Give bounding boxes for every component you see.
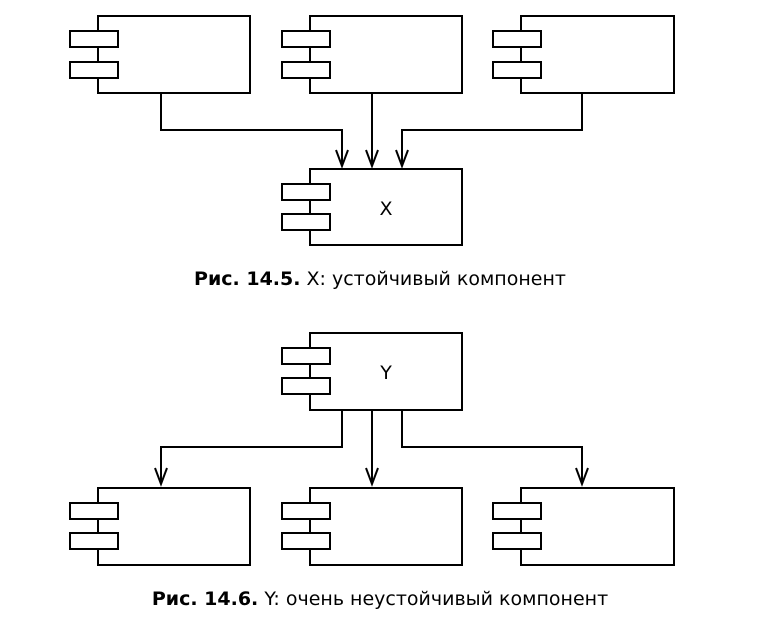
component-x: X xyxy=(281,168,463,246)
component-body xyxy=(520,487,675,566)
component-port xyxy=(69,532,119,550)
component-port xyxy=(492,30,542,48)
dependency-arrow-left xyxy=(154,410,343,487)
component-y: Y xyxy=(281,332,463,411)
caption-text: X: устойчивый компонент xyxy=(306,268,566,290)
component-port xyxy=(492,532,542,550)
component-body xyxy=(97,15,251,94)
component-body xyxy=(520,15,675,94)
component-port xyxy=(281,347,331,365)
component-port xyxy=(492,61,542,79)
caption-number: Рис. 14.5. xyxy=(194,268,301,290)
component-port xyxy=(281,502,331,520)
component-bottom-middle xyxy=(281,487,463,566)
component-body xyxy=(97,487,251,566)
component-port xyxy=(69,30,119,48)
component-body xyxy=(309,487,463,566)
dependency-arrow-left xyxy=(160,93,349,169)
component-x-label: X xyxy=(379,198,392,220)
component-port xyxy=(281,61,331,79)
figure-14-5: X xyxy=(69,15,675,246)
component-top-middle xyxy=(281,15,463,94)
component-y-label: Y xyxy=(379,362,392,384)
dependency-arrow-right xyxy=(401,410,589,487)
figure-caption-14-5: Рис. 14.5. X: устойчивый компонент xyxy=(0,268,760,290)
component-port xyxy=(281,532,331,550)
dependency-arrow-right xyxy=(395,93,583,169)
component-body xyxy=(309,168,463,246)
component-port xyxy=(281,30,331,48)
dependency-arrow-middle xyxy=(365,410,379,487)
dependency-arrow-middle xyxy=(365,93,379,169)
caption-number: Рис. 14.6. xyxy=(151,588,259,610)
component-port xyxy=(69,502,119,520)
component-body xyxy=(309,332,463,411)
figure-14-6: Y xyxy=(69,332,675,566)
component-port xyxy=(69,61,119,79)
component-port xyxy=(281,377,331,395)
figure-caption-14-6: Рис. 14.6. Y: очень неустойчивый компоне… xyxy=(0,588,760,610)
caption-text: Y: очень неустойчивый компонент xyxy=(264,588,609,610)
component-port xyxy=(281,213,331,231)
component-top-left xyxy=(69,15,251,94)
component-bottom-left xyxy=(69,487,251,566)
component-port xyxy=(492,502,542,520)
component-body xyxy=(309,15,463,94)
component-port xyxy=(281,183,331,201)
component-bottom-right xyxy=(492,487,675,566)
component-top-right xyxy=(492,15,675,94)
